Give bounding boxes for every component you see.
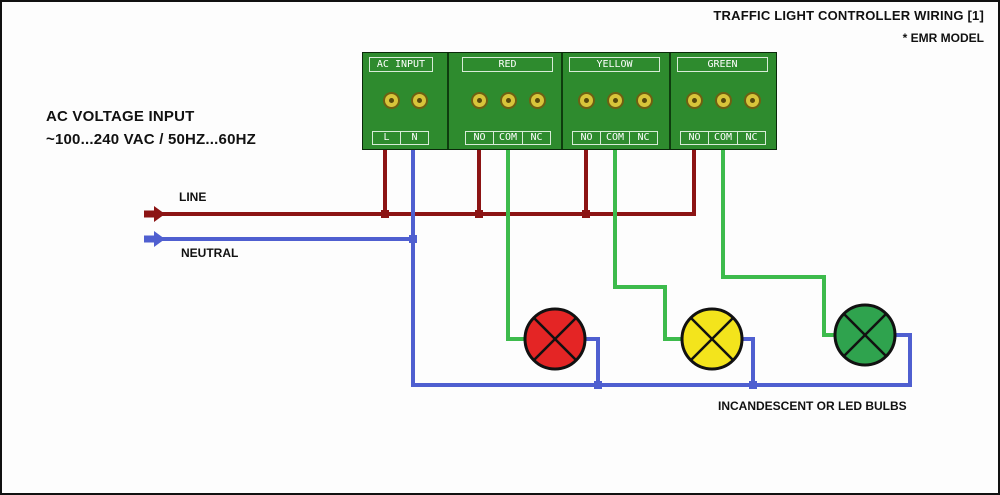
terminal-section-ac-input: AC INPUT L N (369, 53, 433, 149)
page-title: TRAFFIC LIGHT CONTROLLER WIRING [1] (713, 8, 984, 23)
screw-terminal-com (715, 92, 732, 109)
pin-label-no: NO (680, 131, 709, 145)
neutral-stub-yellow-bulb (742, 337, 755, 385)
section-label: YELLOW (569, 57, 660, 72)
panel-divider (447, 53, 449, 149)
pin-label-nc: NC (522, 131, 551, 145)
panel-divider (561, 53, 563, 149)
section-label: AC INPUT (369, 57, 433, 72)
terminal-section-red: RED NO COM NC (462, 53, 553, 149)
line-bus-wire (160, 148, 696, 216)
yellow-bulb-cross-icon (690, 317, 734, 361)
bulbs-caption: INCANDESCENT OR LED BULBS (718, 399, 907, 413)
panel-divider (669, 53, 671, 149)
line-junction (381, 210, 389, 218)
lamp-wire-yellow (613, 148, 682, 341)
ac-source-label-line2: ~100...240 VAC / 50HZ...60HZ (46, 131, 257, 148)
pin-label-no: NO (465, 131, 494, 145)
green-bulb-cross-icon (843, 313, 887, 357)
pin-label-nc: NC (629, 131, 658, 145)
line-junction (582, 210, 590, 218)
model-note: * EMR MODEL (902, 31, 984, 45)
red-bulb-cross-icon (533, 317, 577, 361)
green-bulb (833, 303, 897, 367)
ac-source-label: AC VOLTAGE INPUT ~100...240 VAC / 50HZ..… (46, 105, 256, 151)
section-label: RED (462, 57, 553, 72)
neutral-junction (409, 235, 417, 243)
screw-terminal-com (607, 92, 624, 109)
screw-terminal-nc (744, 92, 761, 109)
pin-label-com: COM (708, 131, 738, 145)
pin-label-l: L (372, 131, 401, 145)
lamp-wire-red (506, 148, 525, 341)
red-bulb (523, 307, 587, 371)
screw-terminal-com (500, 92, 517, 109)
screw-terminal-no (471, 92, 488, 109)
terminal-block-panel: AC INPUT L N RED NO COM NC YELLOW (362, 52, 777, 150)
pin-label-no: NO (572, 131, 601, 145)
ac-source-label-line1: AC VOLTAGE INPUT (46, 108, 195, 125)
lamp-wire-green (721, 148, 835, 337)
terminal-section-green: GREEN NO COM NC (677, 53, 768, 149)
pin-label-nc: NC (737, 131, 766, 145)
line-junction (475, 210, 483, 218)
line-wire-group (144, 148, 696, 222)
screw-terminal-n (411, 92, 428, 109)
line-wire-label: LINE (179, 190, 207, 204)
neutral-junction (594, 381, 602, 389)
pin-label-com: COM (493, 131, 523, 145)
neutral-wire-group (144, 148, 912, 389)
neutral-arrow-icon (144, 231, 165, 247)
screw-terminal-l (383, 92, 400, 109)
section-label: GREEN (677, 57, 768, 72)
terminal-section-yellow: YELLOW NO COM NC (569, 53, 660, 149)
lamp-wire-group (506, 148, 835, 341)
neutral-wire-label: NEUTRAL (181, 246, 239, 260)
pin-label-com: COM (600, 131, 630, 145)
screw-terminal-no (578, 92, 595, 109)
neutral-stub-red-bulb (585, 337, 600, 385)
screw-terminal-nc (529, 92, 546, 109)
screw-terminal-nc (636, 92, 653, 109)
yellow-bulb (680, 307, 744, 371)
pin-label-n: N (400, 131, 429, 145)
screw-terminal-no (686, 92, 703, 109)
neutral-bus-wire (411, 148, 912, 387)
neutral-junction (749, 381, 757, 389)
line-arrow-icon (144, 206, 165, 222)
